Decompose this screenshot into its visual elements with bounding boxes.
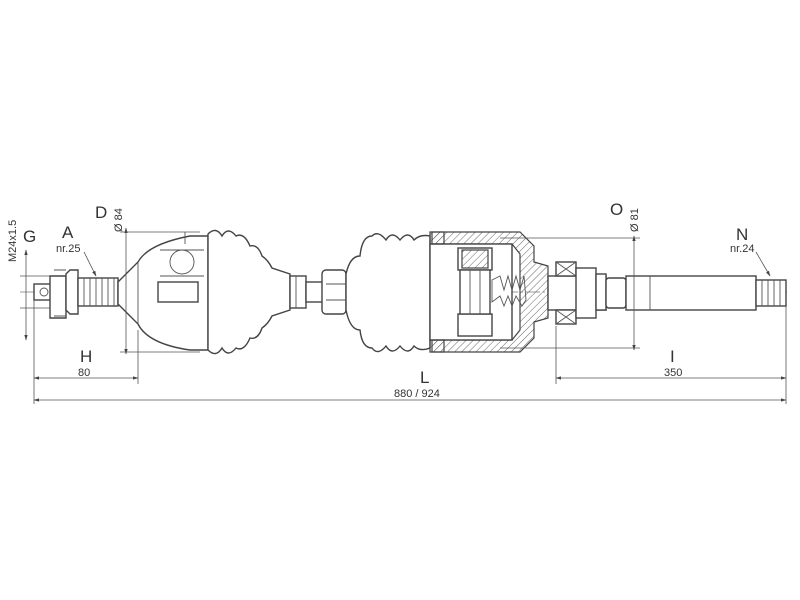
label-h: H: [80, 347, 92, 366]
label-d-diameter: Ø 84: [113, 208, 125, 232]
label-d: D: [95, 203, 107, 222]
outer-cv-joint: [117, 232, 209, 351]
right-boot: [345, 233, 431, 353]
label-o-diameter: Ø 81: [629, 208, 641, 232]
label-thread: M24x1.5: [7, 220, 19, 262]
label-a-spline: nr.25: [56, 243, 80, 255]
label-g: G: [23, 227, 36, 246]
dimension-lines: [20, 227, 787, 404]
label-l-value: 880 / 924: [394, 388, 440, 400]
left-boot: [207, 229, 307, 355]
label-o: O: [610, 200, 623, 219]
label-i-value: 350: [664, 367, 682, 379]
label-h-value: 80: [78, 367, 90, 379]
right-stub: [547, 261, 787, 325]
label-i: I: [670, 347, 675, 366]
inner-cv-joint: [429, 231, 549, 353]
label-n-spline: nr.24: [730, 243, 754, 255]
label-n: N: [736, 225, 748, 244]
left-stub: [33, 269, 119, 319]
label-a: A: [62, 223, 74, 242]
label-l: L: [420, 368, 429, 387]
